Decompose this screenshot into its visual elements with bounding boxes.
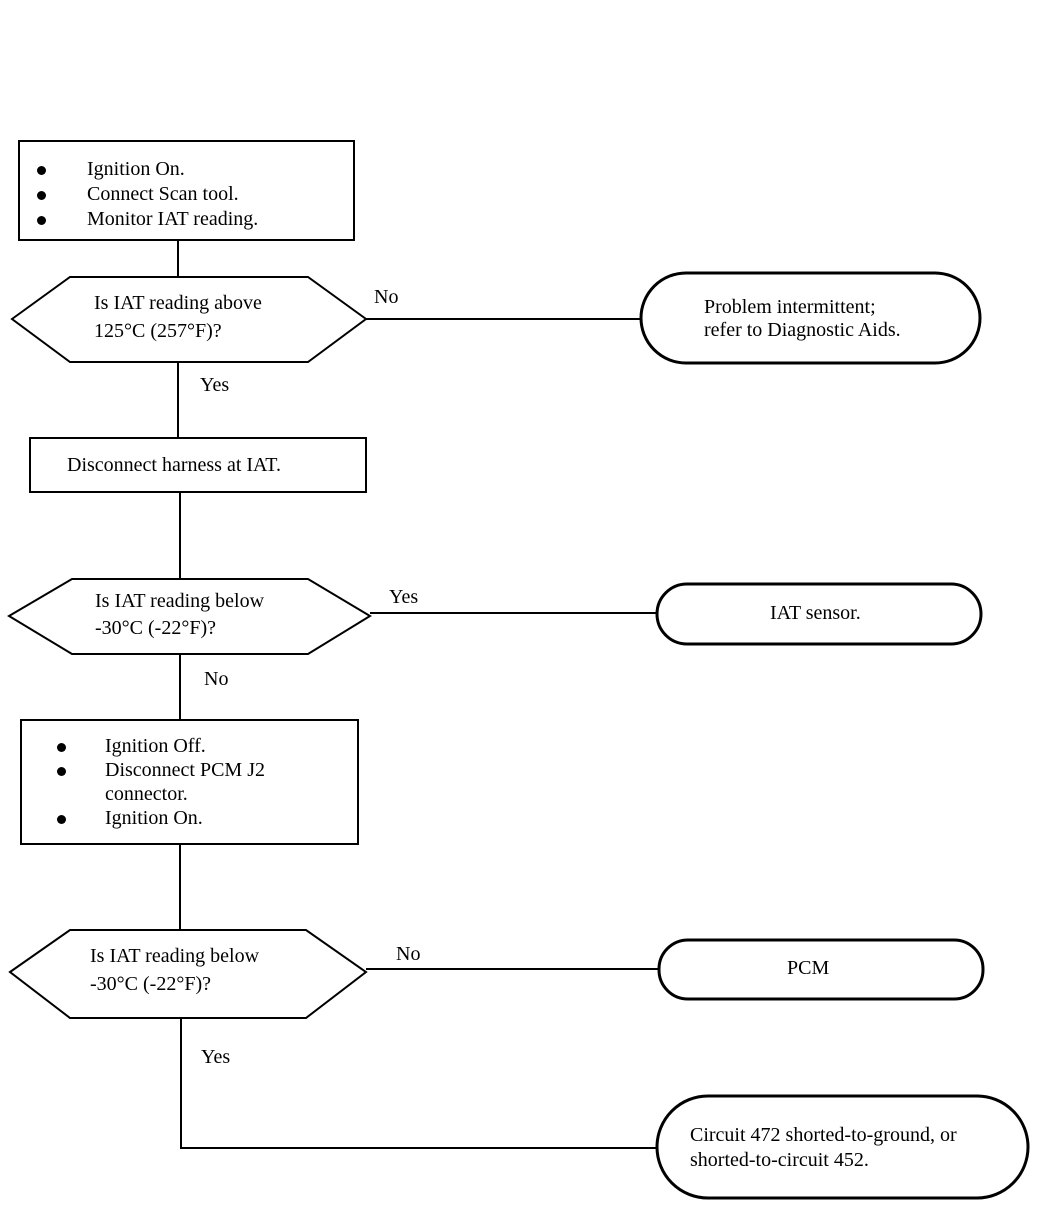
initial-check-item: Monitor IAT reading. xyxy=(19,207,349,232)
decision-q3-line-2: -30°C (-22°F)? xyxy=(90,973,211,995)
pcm-checks-list: Ignition Off. Disconnect PCM J2 connecto… xyxy=(21,734,355,830)
decision-q1-line-1: Is IAT reading above xyxy=(94,292,262,314)
terminal-shape-intermittent xyxy=(639,271,982,365)
connector-q3-yes xyxy=(180,1018,657,1149)
branch-label-q1-yes: Yes xyxy=(200,374,230,396)
terminal-shape-circuit xyxy=(655,1094,1030,1200)
outcome-circuit-line-1: Circuit 472 shorted-to-ground, or xyxy=(690,1124,957,1146)
branch-label-q2-yes: Yes xyxy=(389,586,419,608)
pcm-check-item: Ignition On. xyxy=(21,806,355,830)
step-box-disconnect-iat xyxy=(29,437,367,493)
outcome-pcm-label: PCM xyxy=(787,957,830,979)
step-disconnect-iat-label: Disconnect harness at IAT. xyxy=(67,454,282,476)
initial-checks-list: Ignition On. Connect Scan tool. Monitor … xyxy=(19,157,349,232)
branch-label-q1-no: No xyxy=(374,286,399,308)
pcm-check-item: Disconnect PCM J2 connector. xyxy=(21,758,265,806)
outcome-circuit-line-2: shorted-to-circuit 452. xyxy=(690,1149,869,1171)
terminal-shape-pcm xyxy=(657,938,985,1001)
branch-label-q3-no: No xyxy=(396,943,421,965)
decision-q2-line-1: Is IAT reading below xyxy=(95,590,265,612)
decision-shape-q1 xyxy=(10,276,368,363)
outcome-intermittent-line-1: Problem intermittent; xyxy=(704,296,876,318)
step-box-initial-checks xyxy=(18,140,355,241)
outcome-intermittent-line-2: refer to Diagnostic Aids. xyxy=(704,319,901,341)
outcome-iat-sensor-label: IAT sensor. xyxy=(770,602,861,624)
branch-label-q3-yes: Yes xyxy=(201,1046,231,1068)
decision-shape-q2 xyxy=(7,578,372,655)
decision-q1-line-2: 125°C (257°F)? xyxy=(94,320,222,342)
decision-shape-q3 xyxy=(8,929,368,1019)
branch-label-q2-no: No xyxy=(204,668,229,690)
initial-check-item: Connect Scan tool. xyxy=(19,182,349,207)
terminal-shape-iat-sensor xyxy=(655,582,983,646)
initial-check-item: Ignition On. xyxy=(19,157,349,182)
decision-q2-line-2: -30°C (-22°F)? xyxy=(95,617,216,639)
pcm-check-item: Ignition Off. xyxy=(21,734,355,758)
step-box-pcm-checks xyxy=(20,719,359,845)
decision-q3-line-1: Is IAT reading below xyxy=(90,945,260,967)
